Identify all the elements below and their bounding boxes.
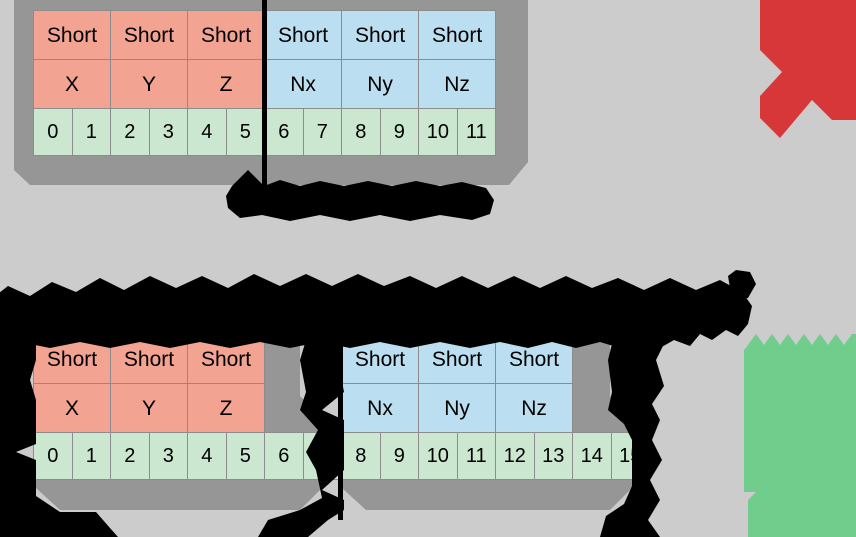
vertex-layout-table: Short Short Short Short Short Short X Y …: [32, 10, 497, 156]
br-index-row: 8 9 10 11 12 13 14 15: [341, 432, 651, 480]
top-table-group-divider: [262, 0, 267, 196]
field-cell: Z: [187, 383, 266, 433]
redaction-blob-right: [600, 316, 666, 537]
index-cell: 0: [33, 432, 73, 480]
index-cell: 11: [456, 108, 497, 156]
index-cell: 5: [225, 108, 266, 156]
field-cell: Y: [110, 59, 189, 109]
index-cell: 7: [302, 108, 343, 156]
field-cell: Nx: [340, 383, 420, 433]
field-cell: Nz: [495, 383, 574, 433]
type-cell: Short: [418, 10, 497, 60]
index-cell: 8: [341, 432, 381, 480]
redaction-blob-top: [226, 170, 494, 221]
index-cell: 2: [110, 108, 150, 156]
index-cell: 10: [418, 432, 458, 480]
field-cell: Nz: [418, 59, 497, 109]
index-cell: 13: [533, 432, 574, 480]
top-table-index-row: 0 1 2 3 4 5 6 7 8 9 10 11: [33, 108, 497, 156]
index-cell: 11: [456, 432, 497, 480]
index-cell: 9: [379, 432, 420, 480]
green-accent-shape: [744, 334, 856, 537]
type-cell: Short: [264, 10, 343, 60]
type-cell: Short: [32, 10, 112, 60]
index-cell: 14: [572, 432, 612, 480]
field-cell: X: [32, 383, 112, 433]
index-cell: 9: [379, 108, 420, 156]
index-cell: 3: [148, 108, 189, 156]
redaction-blob-green-corner: [728, 270, 756, 300]
index-cell: 12: [495, 432, 535, 480]
field-cell: Z: [187, 59, 266, 109]
top-table-name-row: X Y Z Nx Ny Nz: [32, 59, 497, 109]
index-cell: 0: [33, 108, 73, 156]
field-cell: X: [32, 59, 112, 109]
index-cell: 5: [225, 432, 266, 480]
index-cell: 3: [148, 432, 189, 480]
br-name-row: Nx Ny Nz: [340, 383, 650, 433]
bottom-tables-divider: [338, 316, 343, 520]
field-cell: Nx: [264, 59, 343, 109]
field-cell: Ny: [341, 59, 420, 109]
redaction-blob-left-column: [0, 330, 118, 537]
field-cell: Ny: [418, 383, 497, 433]
top-table-type-row: Short Short Short Short Short Short: [32, 10, 497, 60]
type-cell: Short: [110, 10, 189, 60]
index-cell: 10: [418, 108, 458, 156]
index-cell: 1: [71, 432, 112, 480]
redaction-blob-center: [258, 312, 344, 537]
type-cell: Short: [187, 10, 266, 60]
red-accent-shape: [760, 0, 856, 138]
index-cell: 1: [71, 108, 112, 156]
redaction-blob-band: [0, 274, 752, 348]
normal-block-table: Short Short Short Nx Ny Nz 8 9 10 11 12 …: [340, 334, 651, 480]
